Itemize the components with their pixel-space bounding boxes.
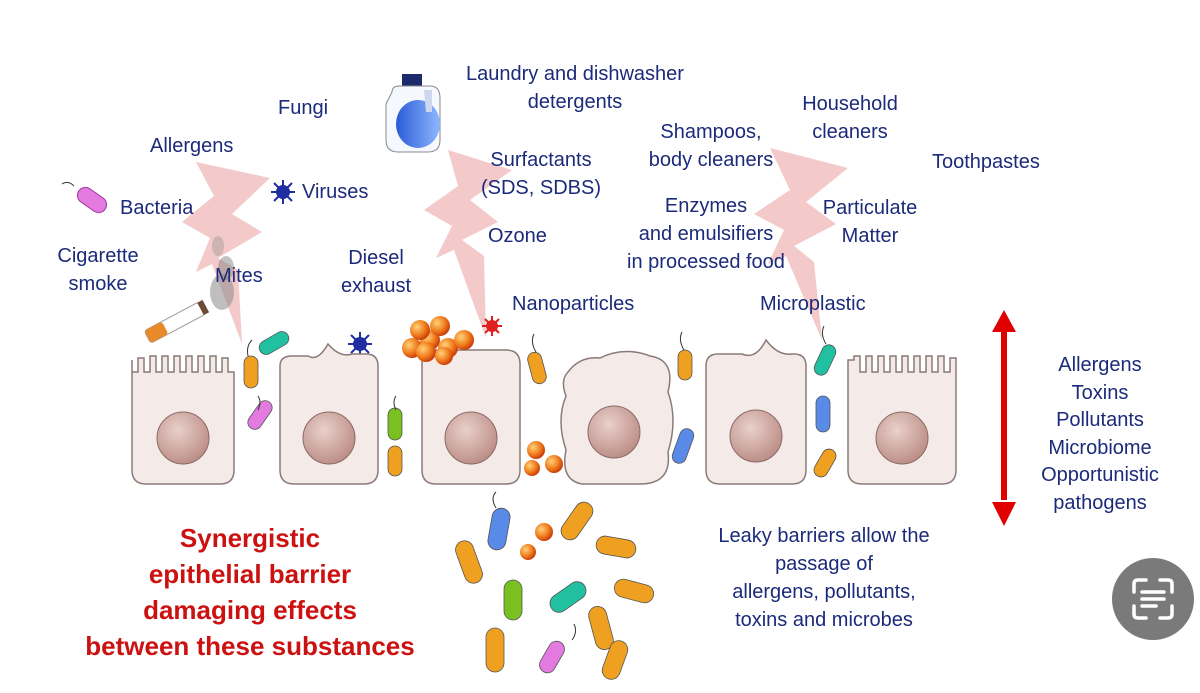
- cell-nucleus: [444, 411, 498, 465]
- cell-nucleus: [156, 411, 210, 465]
- microbe: [455, 540, 483, 584]
- passage-item: pathogens: [1053, 491, 1147, 514]
- microbe: [527, 351, 547, 385]
- label-shampoos: Shampoos, body cleaners: [648, 121, 774, 171]
- bacteria-icon: [61, 181, 108, 214]
- virus-icon: [482, 316, 502, 336]
- microbe: [247, 400, 273, 430]
- label-household-cleaners: Household cleaners: [802, 93, 898, 143]
- cell-nucleus: [875, 411, 929, 465]
- microbe: [258, 331, 290, 355]
- microbe: [485, 627, 505, 673]
- passage-item: Microbiome: [1048, 436, 1152, 459]
- passage-item: Pollutants: [1056, 409, 1144, 431]
- microbe: [671, 428, 695, 464]
- passage-list: Allergens Toxins Pollutants Microbiome O…: [1024, 352, 1176, 517]
- microbe: [503, 579, 523, 621]
- cigarette-icon: [144, 236, 234, 343]
- passage-item: Opportunistic: [1041, 464, 1159, 486]
- lens-scan-button[interactable]: [1112, 558, 1194, 640]
- label-particulate-matter: Particulate Matter: [822, 197, 918, 247]
- label-bacteria: Bacteria: [120, 197, 194, 219]
- microbe: [539, 640, 565, 674]
- cell-nucleus: [729, 409, 783, 463]
- label-viruses: Viruses: [302, 181, 369, 203]
- microbe: [387, 445, 403, 477]
- microbe: [560, 501, 594, 541]
- lightning-bolt-icon: [424, 150, 512, 338]
- virus-icon: [271, 180, 295, 204]
- label-toothpastes: Toothpastes: [932, 151, 1040, 173]
- label-surfactants: Surfactants (SDS, SDBS): [480, 149, 602, 199]
- microbe: [677, 349, 693, 381]
- label-enzymes: Enzymes and emulsifiers in processed foo…: [627, 195, 785, 273]
- microbe: [613, 578, 655, 604]
- label-diesel-exhaust: Diesel exhaust: [340, 247, 412, 297]
- lightning-bolt-icon: [754, 148, 848, 340]
- cell-nuclei: [156, 405, 929, 465]
- flagella: [247, 325, 827, 641]
- microbe: [813, 448, 837, 478]
- detergent-bottle-icon: [385, 74, 441, 153]
- microbe: [588, 606, 614, 650]
- label-cigarette-smoke: Cigarette smoke: [57, 245, 139, 295]
- label-fungi: Fungi: [278, 97, 329, 119]
- cell-nucleus: [302, 411, 356, 465]
- microbes: [243, 331, 837, 680]
- microbe: [815, 395, 831, 433]
- label-microplastic: Microplastic: [760, 293, 866, 315]
- lightning-bolts: [182, 148, 848, 344]
- microbe: [243, 355, 259, 389]
- microbe: [813, 344, 837, 376]
- virus-icon: [348, 332, 372, 356]
- label-nanoparticles: Nanoparticles: [512, 293, 635, 315]
- label-mites: Mites: [215, 265, 263, 287]
- microbe: [601, 640, 629, 680]
- lens-scan-icon: [1132, 578, 1174, 620]
- double-arrow-icon: [992, 310, 1016, 526]
- microbe: [595, 535, 637, 559]
- label-detergents: Laundry and dishwasher detergents: [466, 63, 684, 113]
- label-allergens: Allergens: [150, 135, 234, 157]
- microbe: [549, 581, 587, 613]
- passage-item: Allergens: [1058, 354, 1142, 376]
- cell-nucleus: [587, 405, 641, 459]
- nanoparticle-cluster: [402, 316, 563, 560]
- passage-item: Toxins: [1071, 381, 1129, 404]
- microbe: [487, 507, 511, 551]
- synergy-title: Synergistic epithelial barrier damaging …: [85, 523, 415, 661]
- lightning-bolt-icon: [182, 162, 270, 344]
- leaky-barrier-caption: Leaky barriers allow the passage of alle…: [718, 525, 930, 631]
- label-ozone: Ozone: [488, 225, 547, 247]
- microbe: [387, 407, 403, 441]
